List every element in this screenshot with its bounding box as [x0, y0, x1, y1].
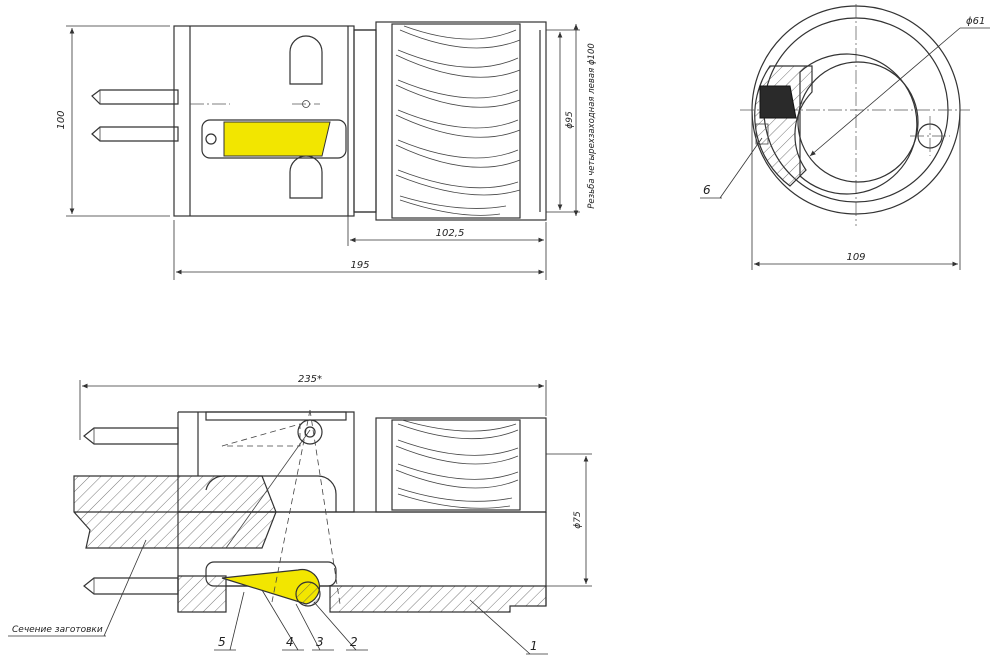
side-view: ϕ61 109 6	[700, 4, 990, 270]
front-yellow-insert	[223, 121, 331, 157]
section-view: 235* ϕ75 Сечение заготовки 5 4 3 2 1	[8, 374, 592, 655]
front-view: 100 195 102,5 ϕ95 Резьба четырехзаходная…	[56, 21, 597, 280]
dim-side-diameter-text: ϕ61	[966, 16, 985, 27]
dim-section-length-text: 235*	[298, 374, 322, 385]
thread-note-text: Резьба четырехзаходная левая ϕ100	[587, 43, 597, 209]
callout-3: 3	[316, 635, 324, 649]
front-pins	[91, 89, 179, 142]
callout-2: 2	[350, 635, 358, 649]
callout-4: 4	[286, 635, 294, 649]
dim-thread-length-text: 102,5	[436, 228, 465, 239]
dim-section-diameter-text: ϕ75	[573, 511, 583, 529]
front-body	[173, 25, 377, 217]
front-dimensions: 100 195 102,5 ϕ95 Резьба четырехзаходная…	[56, 24, 597, 280]
callout-5: 5	[218, 635, 226, 649]
workpiece-label: Сечение заготовки	[12, 625, 103, 635]
housing-section	[329, 585, 547, 613]
dim-length-total-text: 195	[350, 260, 369, 271]
dim-height-text: 100	[56, 110, 67, 129]
section-callouts: 5 4 3 2 1	[214, 589, 548, 655]
callout-6: 6	[703, 183, 711, 197]
dim-side-width-text: 109	[846, 252, 865, 263]
dim-diameter-inner-text: ϕ95	[565, 111, 575, 129]
front-thread	[375, 21, 547, 221]
callout-1: 1	[530, 639, 538, 653]
